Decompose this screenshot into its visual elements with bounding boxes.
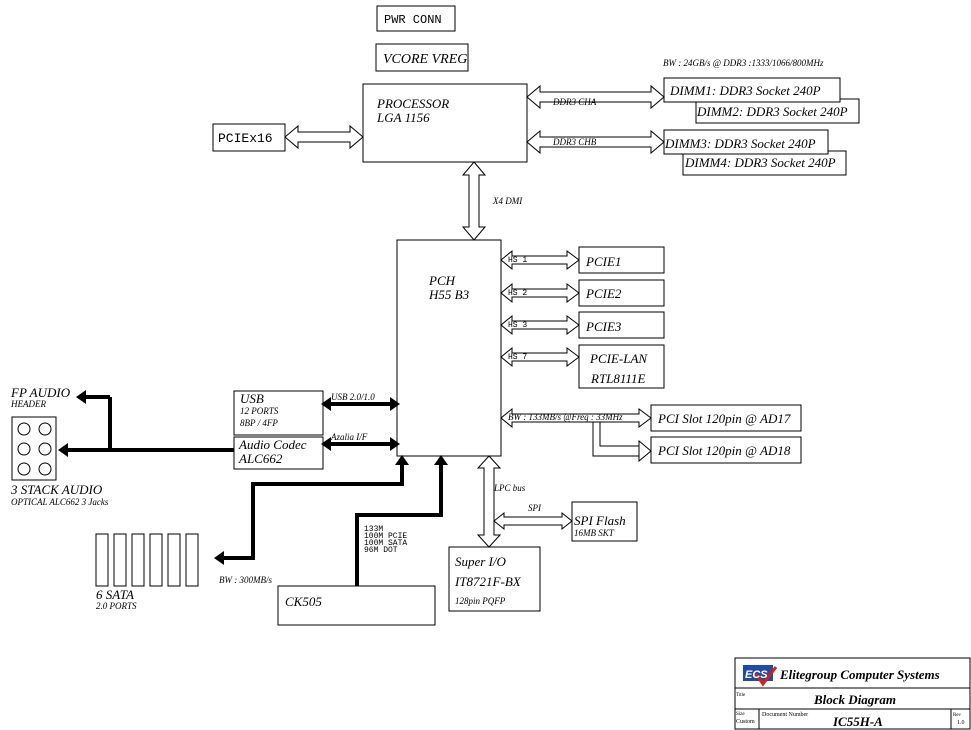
clock-100m-sata: 100M SATA	[364, 539, 407, 548]
pciex16-label: PCIEx16	[218, 131, 273, 146]
dimm1-label: DIMM1: DDR3 Socket 240P	[669, 83, 821, 98]
superio-chip: IT8721F-BX	[454, 574, 522, 589]
dimm2-label: DIMM2: DDR3 Socket 240P	[696, 104, 848, 119]
pci-slot2-box	[650, 436, 802, 464]
lpc-bus-arrow	[476, 455, 502, 548]
superio-label: Super I/O	[455, 554, 507, 569]
pci-slot1-label: PCI Slot 120pin @ AD17	[657, 411, 791, 426]
azalia-label: Azalia I/F	[330, 432, 368, 442]
fp-audio-header-label: HEADER	[10, 399, 46, 409]
hs2-label: HS 2	[508, 289, 527, 298]
dmi-label: X4 DMI	[492, 196, 523, 206]
processor-box	[362, 83, 528, 163]
hs7-arrow	[500, 346, 580, 368]
pci-bus-arrow	[500, 407, 652, 429]
hs3-arrow	[500, 314, 580, 336]
pcie1-label: PCIE1	[585, 254, 621, 269]
sata-title: 6 SATA	[96, 587, 134, 602]
pcie2-label: PCIE2	[585, 286, 622, 301]
company-name: Elitegroup Computer Systems	[779, 667, 940, 682]
usb-box	[233, 390, 324, 436]
pcie3-label: PCIE3	[585, 319, 622, 334]
rev-value: 1.0	[957, 720, 965, 726]
clock-100m-pcie: 100M PCIE	[364, 532, 407, 541]
ddr3-cha-arrow	[526, 84, 665, 110]
hs3-label: HS 3	[508, 321, 527, 330]
hs1-arrow	[500, 249, 580, 271]
pch-model-label: H55 B3	[428, 287, 470, 302]
hs2-arrow	[500, 282, 580, 304]
ddr3-chb-label: DDR3 CHB	[552, 137, 597, 147]
audio-stack-connector	[11, 416, 57, 481]
doc-number-label: Document Number	[762, 712, 808, 718]
memory-bandwidth-label: BW : 24GB/s @ DDR3 :1333/1066/800MHz	[663, 58, 824, 68]
pch-box	[396, 239, 502, 457]
dimm4-label: DIMM4: DDR3 Socket 240P	[684, 155, 836, 170]
dimm1-box	[663, 77, 841, 103]
stack-audio-label: 3 STACK AUDIO	[10, 482, 103, 497]
hs1-label: HS 1	[508, 256, 527, 265]
sata-connectors	[95, 533, 199, 587]
spi-arrow	[493, 511, 573, 531]
pcie-lan-chip-label: RTL8111E	[590, 371, 645, 386]
audio-codec-chip: ALC662	[238, 451, 283, 466]
spi-flash-size: 16MB SKT	[574, 528, 615, 538]
dimm3-box	[663, 129, 829, 155]
ck505-label: CK505	[285, 594, 322, 609]
superio-package: 128pin PQFP	[455, 596, 506, 606]
pwr-conn-box	[376, 5, 456, 32]
sata-bandwidth-label: BW : 300MB/s	[219, 575, 272, 585]
processor-label: PROCESSOR	[376, 96, 449, 111]
audio-codec-label: Audio Codec	[238, 437, 307, 452]
audio-codec-box	[233, 436, 324, 470]
doc-number: IC55H-A	[832, 714, 883, 729]
rev-label: Rev	[953, 713, 962, 718]
vcore-vreg-label: VCORE VREG	[383, 52, 467, 67]
vcore-vreg-box	[375, 43, 469, 72]
size-field-label: Size	[736, 712, 745, 717]
stack-audio-sub-label: OPTICAL ALC662 3 Jacks	[11, 497, 109, 507]
usb-ports: 12 PORTS	[240, 406, 279, 416]
pciex16-link-arrow	[284, 124, 364, 150]
dmi-arrow	[461, 161, 487, 241]
spi-flash-label: SPI Flash	[574, 513, 626, 528]
title-field-label: Title	[736, 693, 746, 698]
superio-box	[448, 546, 541, 612]
hs7-label: HS 7	[508, 353, 527, 362]
clock-133m: 133M	[364, 525, 383, 534]
ecs-logo: ECS	[743, 665, 778, 687]
pci-bandwidth-label: BW : 133MB/s @Freq : 33MHz	[508, 412, 623, 422]
fp-audio-label: FP AUDIO	[10, 385, 71, 400]
diagram-title: Block Diagram	[813, 692, 896, 707]
sata-sub: 2.0 PORTS	[96, 601, 137, 611]
pcie-lan-box	[578, 344, 665, 389]
size-value: Custom	[736, 719, 755, 725]
title-block	[734, 657, 971, 730]
usb-link-label: USB 2.0/1.0	[331, 392, 375, 402]
ddr3-cha-label: DDR3 CHA	[552, 97, 597, 107]
spi-link-label: SPI	[528, 503, 542, 513]
svg-text:ECS: ECS	[745, 669, 768, 681]
pch-label: PCH	[428, 273, 456, 288]
pci-slot2-label: PCI Slot 120pin @ AD18	[657, 443, 791, 458]
ddr3-chb-arrow	[526, 129, 665, 155]
dimm3-label: DIMM3: DDR3 Socket 240P	[664, 136, 816, 151]
usb-port-layout: 8BP / 4FP	[240, 418, 278, 428]
pcie-lan-label: PCIE-LAN	[589, 351, 648, 366]
lpc-bus-label: LPC bus	[493, 483, 526, 493]
pwr-conn-label: PWR CONN	[384, 13, 442, 27]
processor-socket-label: LGA 1156	[376, 110, 430, 125]
clock-96m-dot: 96M DOT	[364, 546, 398, 555]
usb-title: USB	[240, 391, 264, 406]
